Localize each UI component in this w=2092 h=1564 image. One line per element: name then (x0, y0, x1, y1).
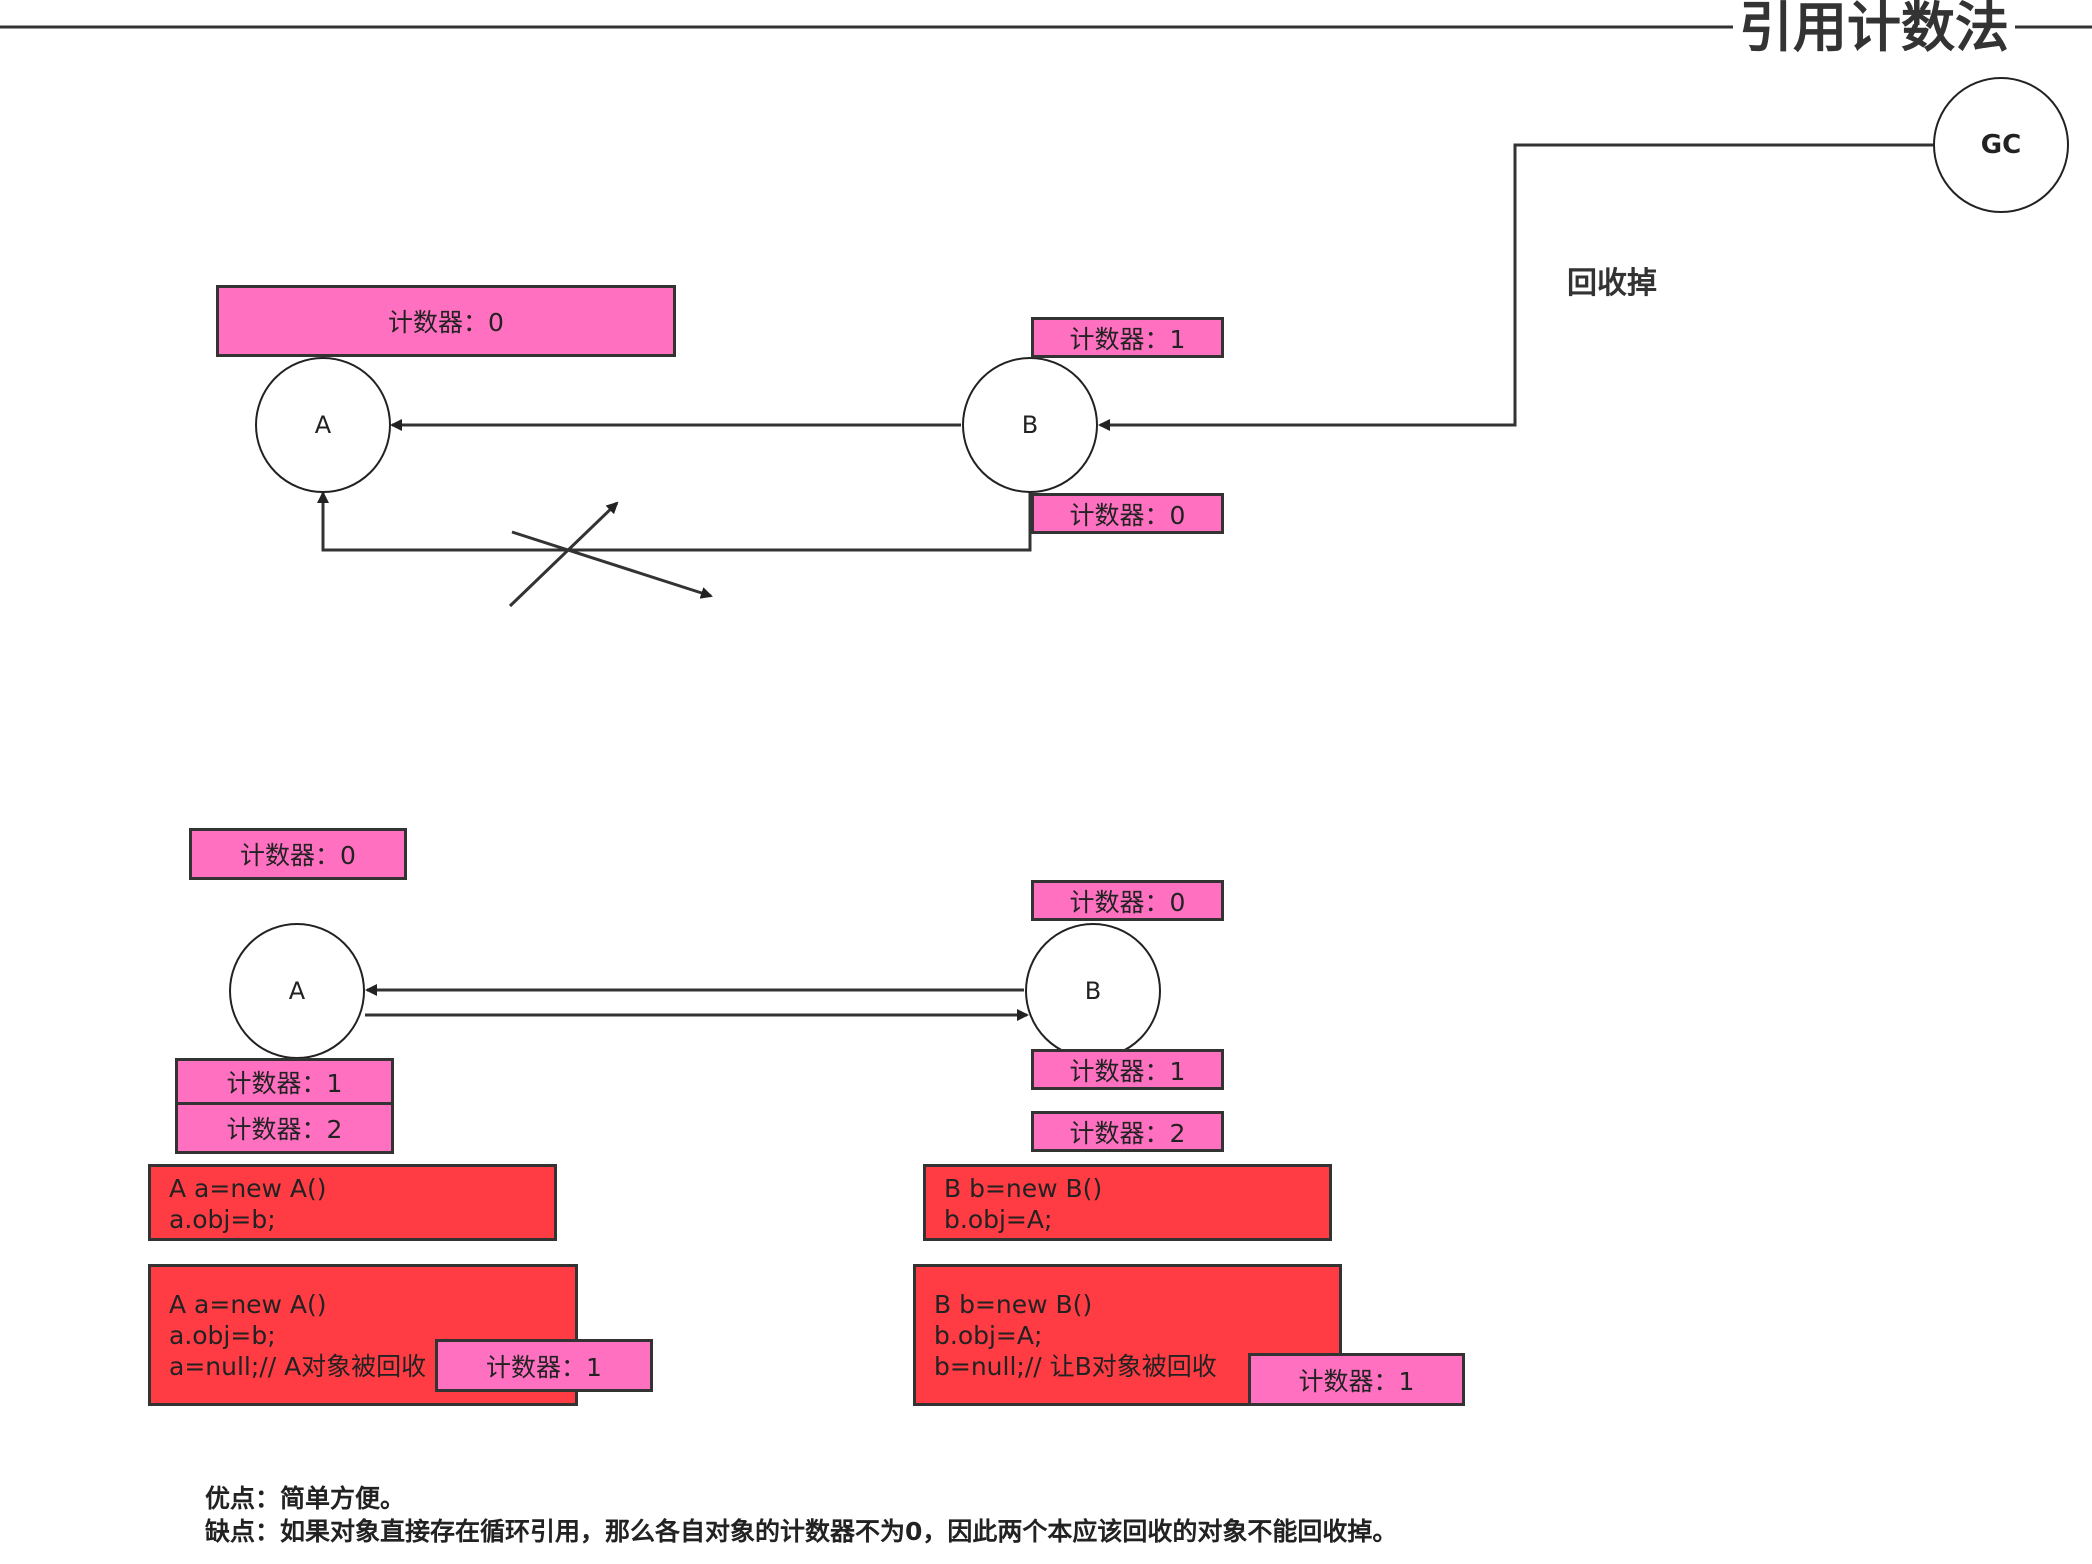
counter-code-a-overlay: 计数器：1 (435, 1339, 653, 1392)
code-line: A a=new A() (169, 1174, 327, 1203)
code-line: A a=new A() (169, 1290, 327, 1319)
counter-bottom-a-2: 计数器：2 (175, 1102, 394, 1154)
code-line: B b=new B() (934, 1290, 1093, 1319)
cross-arrow-up (508, 501, 619, 608)
code-box-a1: A a=new A() a.obj=b; (148, 1164, 557, 1241)
code-line: a.obj=b; (169, 1321, 276, 1350)
edge-b-to-a-crossed (317, 491, 1032, 552)
counter-bottom-b-top: 计数器：0 (1031, 880, 1224, 921)
code-line: b.obj=A; (934, 1321, 1043, 1350)
code-line: B b=new B() (944, 1174, 1103, 1203)
diagram-title: 引用计数法 (1733, 0, 2015, 56)
cross-arrow-down (511, 530, 713, 599)
code-box-b1: B b=new B() b.obj=A; (923, 1164, 1332, 1241)
gc-node: GC (1933, 77, 2069, 213)
code-line: a.obj=b; (169, 1205, 276, 1234)
counter-bottom-a-top: 计数器：0 (189, 828, 407, 880)
counter-top-b-lower: 计数器：0 (1031, 493, 1224, 534)
counter-bottom-a-1: 计数器：1 (175, 1058, 394, 1105)
code-line: a=null;// A对象被回收 (169, 1352, 427, 1381)
code-line: b.obj=A; (944, 1205, 1053, 1234)
bottom-node-a: A (229, 923, 365, 1059)
code-line: b=null;// 让B对象被回收 (934, 1352, 1217, 1381)
bottom-node-b: B (1025, 923, 1161, 1059)
counter-bottom-b-1: 计数器：1 (1031, 1049, 1224, 1090)
top-node-b: B (962, 357, 1098, 493)
top-node-a: A (255, 357, 391, 493)
recycle-label: 回收掉 (1567, 266, 1657, 301)
counter-bottom-b-2: 计数器：2 (1031, 1111, 1224, 1152)
notes-pros: 优点：简单方便。 (205, 1484, 406, 1513)
notes-cons: 缺点：如果对象直接存在循环引用，那么各自对象的计数器不为0，因此两个本应该回收的… (205, 1517, 1398, 1546)
counter-top-a: 计数器：0 (216, 285, 676, 357)
edge-gc-to-b (1098, 143, 1933, 431)
counter-code-b-overlay: 计数器：1 (1248, 1353, 1465, 1406)
code-box-a2: A a=new A() a.obj=b; a=null;// A对象被回收 (148, 1264, 578, 1406)
counter-top-b-upper: 计数器：1 (1031, 317, 1224, 358)
notes: 优点：简单方便。 缺点：如果对象直接存在循环引用，那么各自对象的计数器不为0，因… (205, 1482, 1397, 1548)
